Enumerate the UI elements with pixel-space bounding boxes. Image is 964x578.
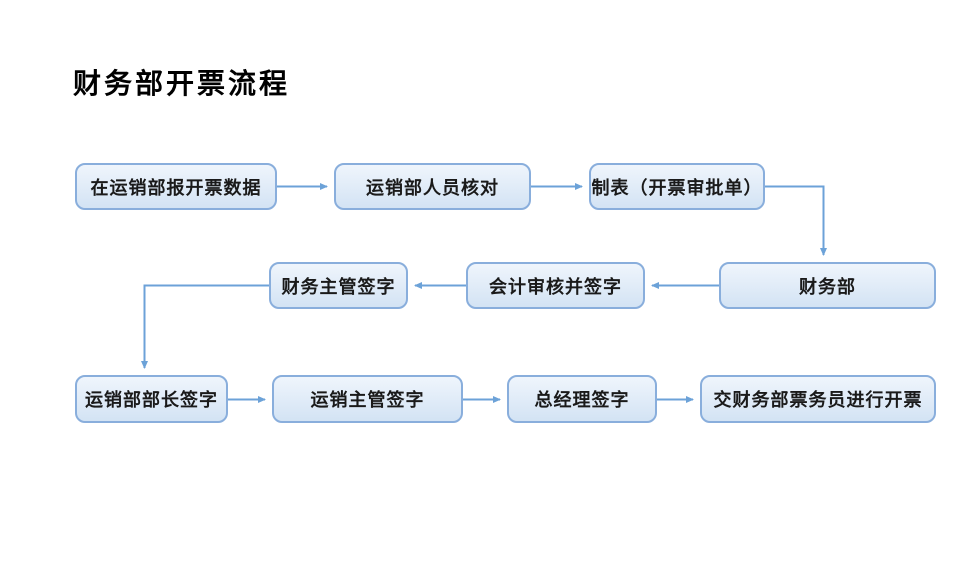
node-accountant-review-sign: 会计审核并签字 bbox=[466, 262, 645, 309]
node-finance-supervisor-sign: 财务主管签字 bbox=[269, 262, 408, 309]
node-sales-dept-verify: 运销部人员核对 bbox=[334, 163, 531, 210]
node-ticket-clerk-issue: 交财务部票务员进行开票 bbox=[700, 375, 936, 423]
node-sales-dept-minister-sign: 运销部部长签字 bbox=[75, 375, 228, 423]
diagram-title: 财务部开票流程 bbox=[73, 69, 291, 100]
node-general-manager-sign: 总经理签字 bbox=[507, 375, 657, 423]
node-tabulate-approval-form: 制表（开票审批单） bbox=[589, 163, 765, 210]
node-finance-department: 财务部 bbox=[719, 262, 936, 309]
node-report-invoice-data: 在运销部报开票数据 bbox=[75, 163, 277, 210]
edge-tabulate-to-findept bbox=[765, 185, 827, 256]
edge-finsup-to-minister bbox=[141, 284, 269, 369]
node-sales-supervisor-sign: 运销主管签字 bbox=[272, 375, 463, 423]
